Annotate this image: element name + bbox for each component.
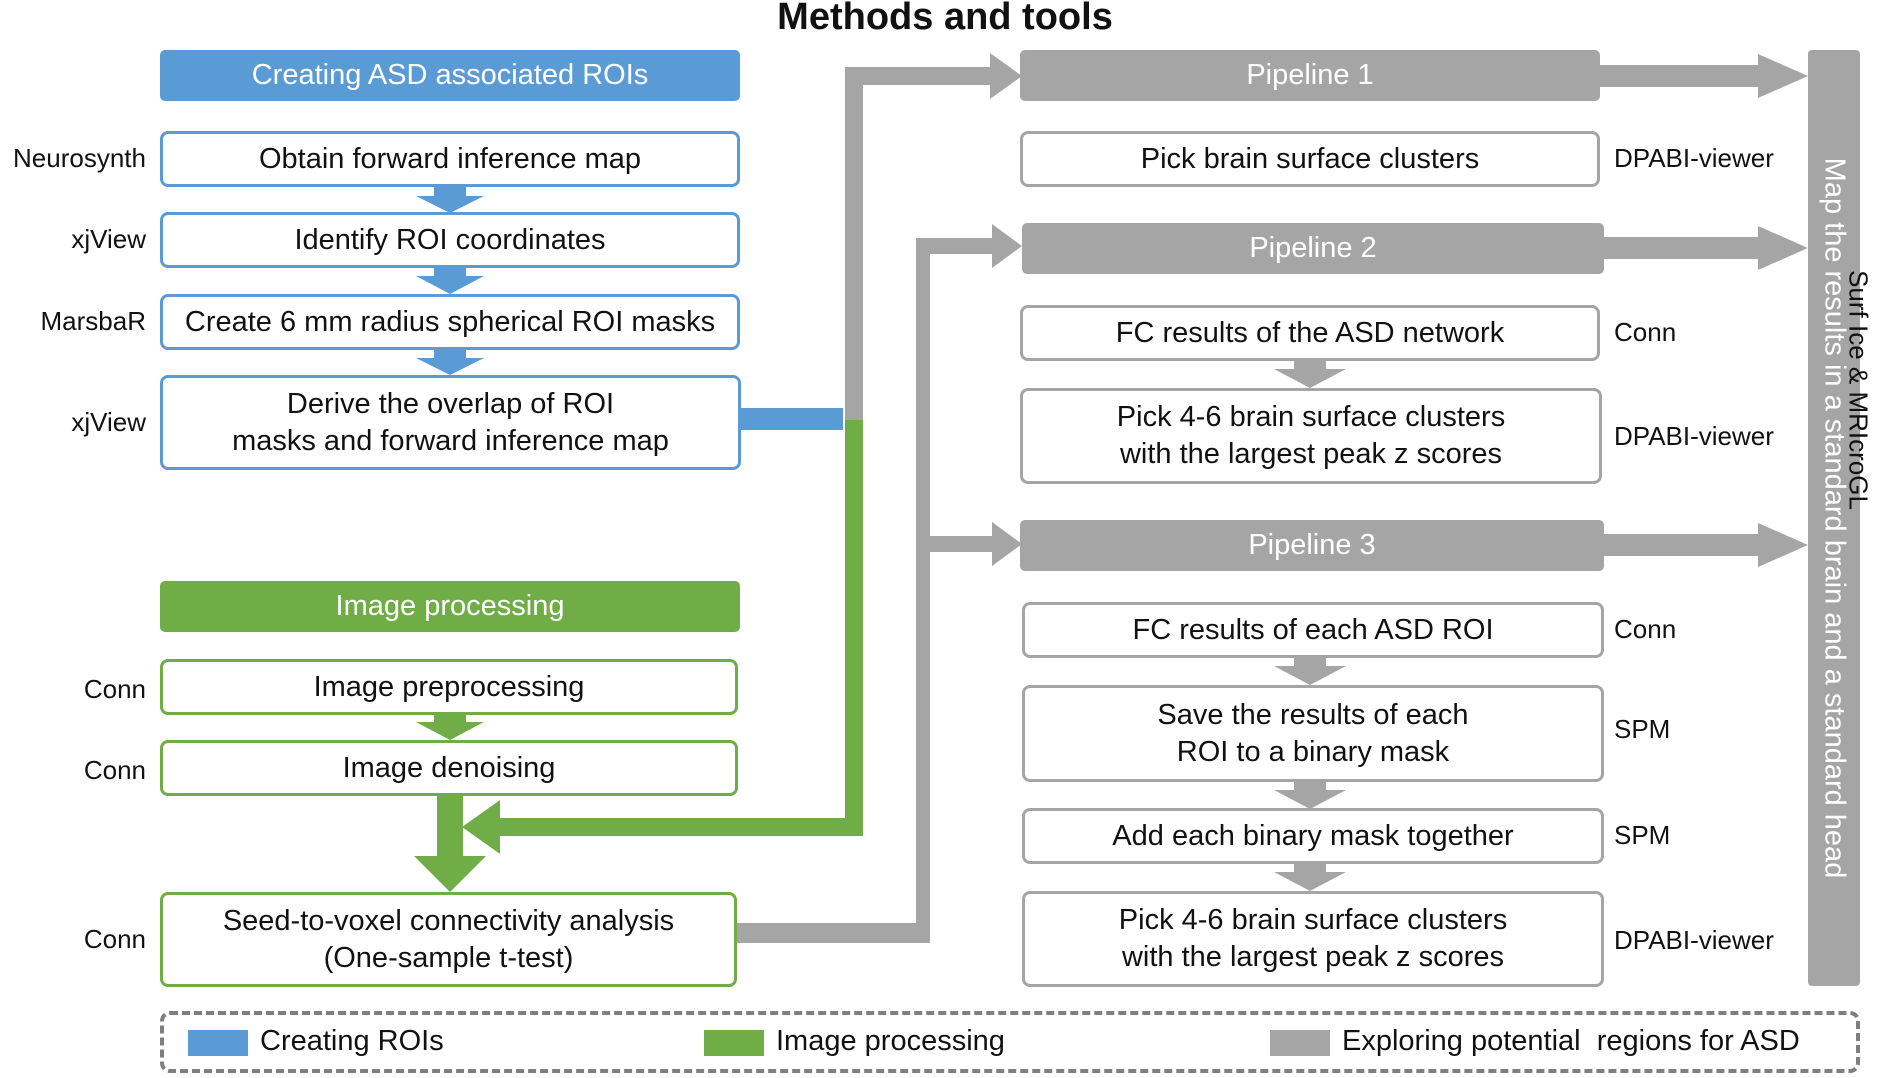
connector-gray: [916, 238, 930, 943]
tool-label: xjView: [71, 224, 146, 254]
tool-label: MarsbaR: [40, 306, 146, 336]
connector-gray: [1604, 534, 1760, 556]
step-pick-4-6-clusters: Pick 4-6 brain surface clusters with the…: [1020, 388, 1602, 484]
step-text: masks and forward inference map: [232, 424, 669, 457]
step-text: Image denoising: [342, 751, 556, 784]
step-text: Save the results of each: [1157, 698, 1469, 731]
tool-label: SPM: [1614, 714, 1671, 744]
tool-label: Conn: [1614, 317, 1677, 347]
step-text: Derive the overlap of ROI: [286, 387, 615, 420]
arrow-down-icon: [1274, 864, 1346, 891]
tool-label: DPABI-viewer: [1614, 143, 1774, 173]
tool-label: Conn: [83, 924, 146, 954]
page-title: Methods and tools: [777, 0, 1113, 38]
step-derive-overlap: Derive the overlap of ROI masks and forw…: [160, 375, 741, 470]
step-fc-network: FC results of the ASD network: [1020, 305, 1600, 361]
arrow-down-icon: [1274, 782, 1346, 809]
step-text: with the largest peak z scores: [1121, 941, 1504, 973]
step-denoising: Image denoising: [160, 740, 738, 796]
arrow-down-icon: [416, 714, 484, 740]
image-processing-header: Image processing: [160, 581, 740, 632]
mapping-tool-label: Surf Ice & MRIcroGL: [1838, 120, 1878, 660]
step-text: FC results of each ASD ROI: [1132, 613, 1494, 646]
tool-label: DPABI-viewer: [1614, 925, 1774, 955]
step-text: Identify ROI coordinates: [294, 223, 606, 256]
arrow-down-icon: [416, 187, 484, 213]
legend-label: Image processing: [776, 1025, 1005, 1057]
mapping-bar: Map the results in a standard brain and …: [1808, 50, 1860, 986]
arrow-down-icon: [416, 268, 484, 294]
arrow-right-icon: [1758, 226, 1808, 270]
legend: Creating ROIs Image processing Exploring…: [160, 1011, 1860, 1073]
step-text: ROI to a binary mask: [1176, 735, 1450, 768]
pipeline1-header: Pipeline 1: [1020, 50, 1600, 101]
connector-gray: [916, 238, 994, 254]
step-text: (One-sample t-test): [323, 941, 574, 974]
tool-label: SPM: [1614, 820, 1671, 850]
legend-label: Exploring potential regions for ASD: [1342, 1025, 1800, 1057]
step-text: Seed-to-voxel connectivity analysis: [222, 904, 675, 937]
tool-label: Conn: [83, 755, 146, 785]
connector-green: [500, 818, 863, 836]
tool-label: Conn: [83, 674, 146, 704]
step-create-masks: Create 6 mm radius spherical ROI masks: [160, 294, 740, 350]
step-text: Pick brain surface clusters: [1140, 142, 1480, 175]
step-text: Image preprocessing: [313, 670, 585, 703]
step-save-binary-mask: Save the results of each ROI to a binary…: [1022, 685, 1604, 782]
step-text: Pick 4-6 brain surface clusters: [1116, 401, 1506, 434]
arrow-right-icon: [990, 53, 1022, 99]
step-seed-to-voxel: Seed-to-voxel connectivity analysis (One…: [160, 892, 737, 987]
tool-label: xjView: [71, 407, 146, 437]
arrow-right-icon: [992, 224, 1022, 268]
mapping-tool-text: Surf Ice & MRIcroGL: [1843, 270, 1874, 510]
pipeline3-header: Pipeline 3: [1020, 520, 1604, 571]
connector-gray: [737, 923, 928, 943]
tool-label: Conn: [1614, 614, 1677, 644]
step-text: with the largest peak z scores: [1119, 438, 1502, 470]
arrow-right-icon: [1758, 523, 1808, 567]
arrow-down-icon: [416, 350, 484, 375]
step-text: Add each binary mask together: [1112, 819, 1514, 852]
arrow-down-icon: [1274, 658, 1346, 685]
connector-blue: [741, 408, 843, 430]
legend-label: Creating ROIs: [260, 1025, 444, 1057]
step-fc-each-roi: FC results of each ASD ROI: [1022, 602, 1604, 658]
connector-green: [845, 420, 863, 836]
connector-gray: [845, 67, 990, 85]
arrow-right-icon: [1758, 54, 1808, 98]
step-text: Create 6 mm radius spherical ROI masks: [184, 305, 716, 338]
step-add-masks: Add each binary mask together: [1022, 808, 1604, 864]
connector-gray: [1600, 65, 1760, 87]
step-text: Pick 4-6 brain surface clusters: [1118, 904, 1508, 937]
arrow-down-icon: [1274, 361, 1346, 388]
step-obtain-map: Obtain forward inference map: [160, 131, 740, 187]
arrow-left-icon: [462, 800, 500, 854]
tool-label: Neurosynth: [13, 143, 146, 173]
step-pick-clusters: Pick brain surface clusters: [1020, 131, 1600, 187]
arrow-right-icon: [992, 522, 1022, 566]
legend-swatch-gray: [1270, 1030, 1330, 1056]
connector-gray: [1604, 237, 1760, 259]
step-pick-4-6-clusters-final: Pick 4-6 brain surface clusters with the…: [1022, 891, 1604, 987]
step-text: Obtain forward inference map: [258, 142, 642, 175]
legend-swatch-blue: [188, 1030, 248, 1056]
pipeline2-header: Pipeline 2: [1022, 223, 1604, 274]
arrow-down-icon: [414, 796, 486, 892]
legend-swatch-green: [704, 1030, 764, 1056]
connector-gray: [845, 67, 863, 420]
tool-label: DPABI-viewer: [1614, 421, 1774, 451]
rois-header: Creating ASD associated ROIs: [160, 50, 740, 101]
step-preprocessing: Image preprocessing: [160, 659, 738, 715]
connector-gray: [916, 536, 994, 552]
step-identify-roi: Identify ROI coordinates: [160, 212, 740, 268]
step-text: FC results of the ASD network: [1115, 316, 1505, 349]
